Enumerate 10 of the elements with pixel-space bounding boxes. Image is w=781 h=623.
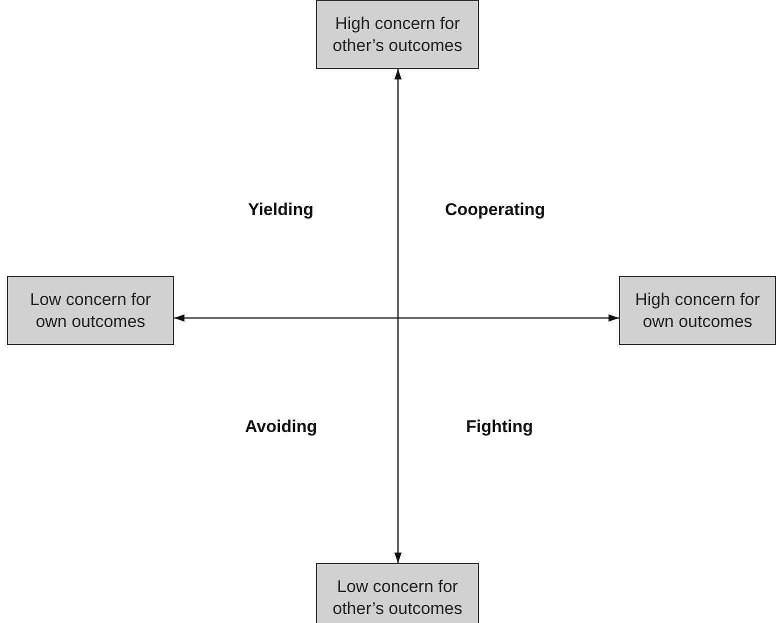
axis-arrow <box>394 69 402 563</box>
concern-box: Low concern for own outcomes <box>7 276 174 345</box>
quadrant-label: Yielding <box>248 200 314 220</box>
axis-arrow <box>174 314 619 322</box>
concern-box: High concern for own outcomes <box>619 276 776 345</box>
quadrant-label: Cooperating <box>445 200 546 220</box>
quadrant-label: Fighting <box>466 417 534 437</box>
quadrant-label: Avoiding <box>245 417 318 437</box>
concern-box: High concern for other’s outcomes <box>316 0 479 69</box>
concern-box: Low concern for other’s outcomes <box>316 563 479 623</box>
